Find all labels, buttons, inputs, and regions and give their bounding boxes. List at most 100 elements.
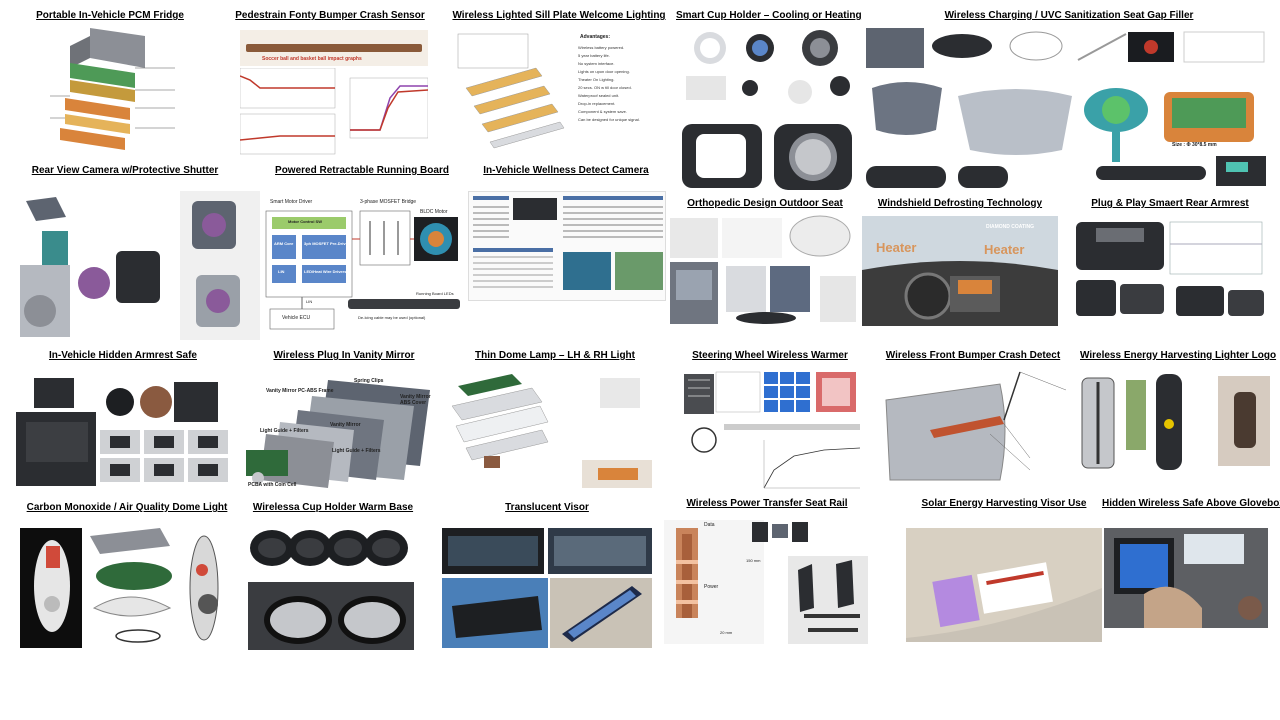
tile-running-board: Powered Retractable Running Board Smart …	[262, 165, 462, 335]
solar-visor-image	[906, 528, 1102, 642]
lighter-logo-images	[1080, 372, 1272, 472]
label-mirror: Vanity Mirror	[330, 422, 361, 428]
tile-steering-warmer: Steering Wheel Wireless Warmer	[680, 350, 860, 490]
running-board-block-diagram: Smart Motor Driver 3-phase MOSFET Bridge…	[262, 181, 462, 335]
heater-label-right: Heater	[984, 242, 1025, 257]
label-arm: ARM Core	[274, 241, 294, 246]
tile-title: Wireless Energy Harvesting Lighter Logo	[1080, 350, 1277, 361]
sill-plate-exploded-image	[456, 32, 566, 158]
advantage-item: Wireless battery powered.	[578, 45, 625, 50]
tile-pcm-fridge: Portable In-Vehicle PCM Fridge	[20, 10, 200, 160]
label-leds: Running Board LEDs	[416, 291, 454, 296]
label-pcba: PCBA with Coin Cell	[248, 482, 297, 488]
tile-solar-visor: Solar Energy Harvesting Visor Use	[906, 498, 1102, 648]
data-label: Data	[704, 522, 715, 528]
label-lin: LIN	[278, 269, 285, 274]
tile-co-dome-light: Carbon Monoxide / Air Quality Dome Light	[20, 502, 234, 652]
tile-orthopedic-seat: Orthopedic Design Outdoor Seat	[670, 198, 860, 326]
label-ecu: Vehicle ECU	[282, 315, 311, 321]
rear-armrest-images	[1072, 214, 1268, 326]
advantage-item: 5 year battery life.	[578, 53, 610, 58]
tile-title: In-Vehicle Wellness Detect Camera	[483, 165, 649, 176]
label-lin2: LIN	[306, 299, 313, 304]
tile-cup-holder-warm-base: Wirelessa Cup Holder Warm Base	[248, 502, 418, 652]
tile-wellness-camera: In-Vehicle Wellness Detect Camera	[468, 165, 666, 301]
advantage-item: 20 secs. ON w till door closed.	[578, 85, 632, 90]
rear-camera-images	[20, 191, 260, 340]
armrest-safe-images	[16, 372, 230, 488]
label-cover: Vanity Mirror ABS Cover	[400, 394, 431, 406]
front-bumper-image	[880, 370, 1066, 490]
tile-front-bumper-detect: Wireless Front Bumper Crash Detect	[880, 350, 1066, 490]
dome-lamp-exploded-image	[452, 372, 658, 490]
tile-smart-cup-holder: Smart Cup Holder – Cooling or Heating	[676, 10, 862, 190]
tile-title: Wireless Power Transfer Seat Rail	[686, 498, 848, 509]
tile-title: Hidden Wireless Safe Above Glovebox	[1102, 498, 1280, 509]
tile-rear-armrest: Plug & Play Smaert Rear Armrest	[1072, 198, 1268, 326]
tile-title: Pedestrain Fonty Bumper Crash Sensor	[235, 10, 425, 21]
tile-armrest-safe: In-Vehicle Hidden Armrest Safe	[16, 350, 230, 490]
power-label: Power	[704, 584, 719, 590]
tile-lighter-logo: Wireless Energy Harvesting Lighter Logo	[1080, 350, 1277, 490]
tile-title: In-Vehicle Hidden Armrest Safe	[48, 350, 197, 361]
dim2-label: 20 mm	[720, 630, 733, 635]
advantage-item: Lights on upon door opening.	[578, 69, 630, 74]
bumper-sensor-strip-image	[240, 30, 428, 66]
vanity-mirror-exploded-image: Spring Clips Vanity Mirror PC-ABS Frame …	[244, 376, 444, 490]
cup-holder-warm-base-images	[248, 524, 418, 650]
advantage-item: Drop-in replacement.	[578, 101, 616, 106]
tile-title: Solar Energy Harvesting Visor Use	[921, 498, 1087, 509]
tile-dome-lamp: Thin Dome Lamp – LH & RH Light	[452, 350, 658, 490]
advantage-item: Can be designed for unique signal.	[578, 117, 640, 122]
tile-translucent-visor: Translucent Visor	[440, 502, 654, 652]
seat-rail-images: Data Power 150 mm 20 mm	[664, 520, 870, 646]
tile-sill-plate-lighting: Wireless Lighted Sill Plate Welcome Ligh…	[452, 10, 666, 160]
tile-title: Wireless Front Bumper Crash Detect	[885, 350, 1061, 361]
pcm-fridge-exploded-image	[50, 28, 180, 160]
advantages-title: Advantages:	[580, 34, 611, 40]
glovebox-safe-image	[1104, 528, 1268, 628]
co-dome-light-images	[20, 524, 234, 650]
tile-title: Translucent Visor	[505, 502, 589, 513]
dim1-label: 150 mm	[746, 558, 761, 563]
advantage-item: Waterproof sealed unit.	[578, 93, 620, 98]
tile-title: Wireless Lighted Sill Plate Welcome Ligh…	[452, 10, 666, 21]
advantage-item: Component & system save.	[578, 109, 627, 114]
label-ctrl: Motor Control SW	[288, 219, 322, 224]
windshield-interior-image: Heater Heater DIAMOND COATING	[862, 216, 1058, 326]
steering-warmer-images	[684, 370, 860, 490]
tile-title: Wirelessa Cup Holder Warm Base	[252, 502, 414, 513]
label-motor: BLDC Motor	[420, 209, 448, 215]
wellness-camera-info-sheet	[468, 191, 666, 301]
label-frame: Vanity Mirror PC-ABS Frame	[266, 388, 334, 394]
label-predriver: 3ph MOSFET Pre-Driver	[304, 241, 350, 246]
orthopedic-seat-images	[670, 214, 860, 326]
chart-caption: Soccer ball and basket ball impact graph…	[262, 56, 362, 62]
tile-title: Steering Wheel Wireless Warmer	[692, 350, 848, 361]
tile-title: Wireless Plug In Vanity Mirror	[273, 350, 415, 361]
advantages-list: Wireless battery powered. 5 year battery…	[578, 44, 640, 124]
tile-title: Smart Cup Holder – Cooling or Heating	[676, 10, 862, 21]
tile-title: Thin Dome Lamp – LH & RH Light	[475, 350, 635, 361]
translucent-visor-images	[442, 526, 652, 650]
heater-label-left: Heater	[876, 240, 917, 255]
tile-windshield-defrost: Windshield Defrosting Technology Heater …	[862, 198, 1058, 326]
tile-bumper-crash-sensor: Pedestrain Fonty Bumper Crash Sensor Soc…	[232, 10, 428, 160]
tile-title: Orthopedic Design Outdoor Seat	[687, 198, 843, 209]
label-bridge: 3-phase MOSFET Bridge	[360, 199, 417, 205]
advantage-item: Theater On Lighting.	[578, 77, 615, 82]
tile-title: Powered Retractable Running Board	[275, 165, 449, 176]
tile-seat-gap-filler: Wireless Charging / UVC Sanitization Sea…	[866, 10, 1272, 190]
tile-title: Carbon Monoxide / Air Quality Dome Light	[26, 502, 228, 513]
label-driver: Smart Motor Driver	[270, 199, 313, 205]
tile-rear-view-camera: Rear View Camera w/Protective Shutter	[20, 165, 260, 340]
label-led: LED/Heat Wire Drivers	[304, 269, 347, 274]
impact-graphs-image	[240, 68, 428, 158]
seat-gap-filler-images	[866, 26, 1272, 190]
label-cable: De-Icing cable may be used (optional)	[358, 315, 426, 320]
tile-title: Rear View Camera w/Protective Shutter	[31, 165, 219, 176]
label-clips: Spring Clips	[354, 378, 384, 384]
coating-label: DIAMOND COATING	[986, 224, 1034, 230]
tile-seat-rail-power: Wireless Power Transfer Seat Rail Data P…	[664, 498, 870, 648]
size-label: Size : Φ 30*8.5 mm	[1172, 142, 1217, 148]
